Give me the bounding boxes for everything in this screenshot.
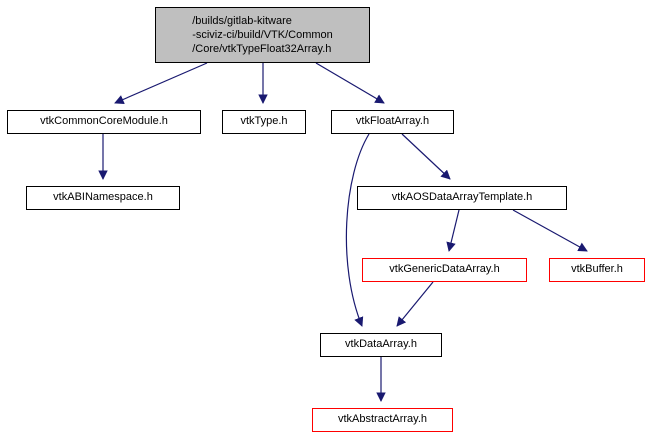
- edge-root-to-vtkCommonCoreModule: [114, 62, 208, 104]
- edge-vtkFloatArray-to-vtkAOSDataArrayTemplate: [401, 133, 451, 180]
- node-vtkAOSDataArrayTemplate[interactable]: vtkAOSDataArrayTemplate.h: [357, 186, 567, 210]
- node-vtkCommonCoreModule[interactable]: vtkCommonCoreModule.h: [7, 110, 201, 134]
- node-vtkBuffer[interactable]: vtkBuffer.h: [549, 258, 645, 282]
- node-vtkDataArray[interactable]: vtkDataArray.h: [320, 333, 442, 357]
- node-vtkFloatArray[interactable]: vtkFloatArray.h: [331, 110, 454, 134]
- node-root-vtkTypeFloat32Array: /builds/gitlab-kitware -sciviz-ci/build/…: [155, 7, 370, 63]
- edge-root-to-vtkFloatArray: [315, 62, 385, 104]
- node-vtkType[interactable]: vtkType.h: [222, 110, 306, 134]
- node-vtkABINamespace[interactable]: vtkABINamespace.h: [26, 186, 180, 210]
- edge-vtkAOSDataArrayTemplate-to-vtkGenericDataArray: [446, 209, 460, 252]
- node-vtkGenericDataArray[interactable]: vtkGenericDataArray.h: [362, 258, 527, 282]
- edge-vtkFloatArray-to-vtkDataArray: [345, 133, 370, 327]
- node-vtkAbstractArray[interactable]: vtkAbstractArray.h: [312, 408, 453, 432]
- edge-vtkAOSDataArrayTemplate-to-vtkBuffer: [512, 209, 588, 252]
- edge-vtkGenericDataArray-to-vtkDataArray: [396, 281, 434, 327]
